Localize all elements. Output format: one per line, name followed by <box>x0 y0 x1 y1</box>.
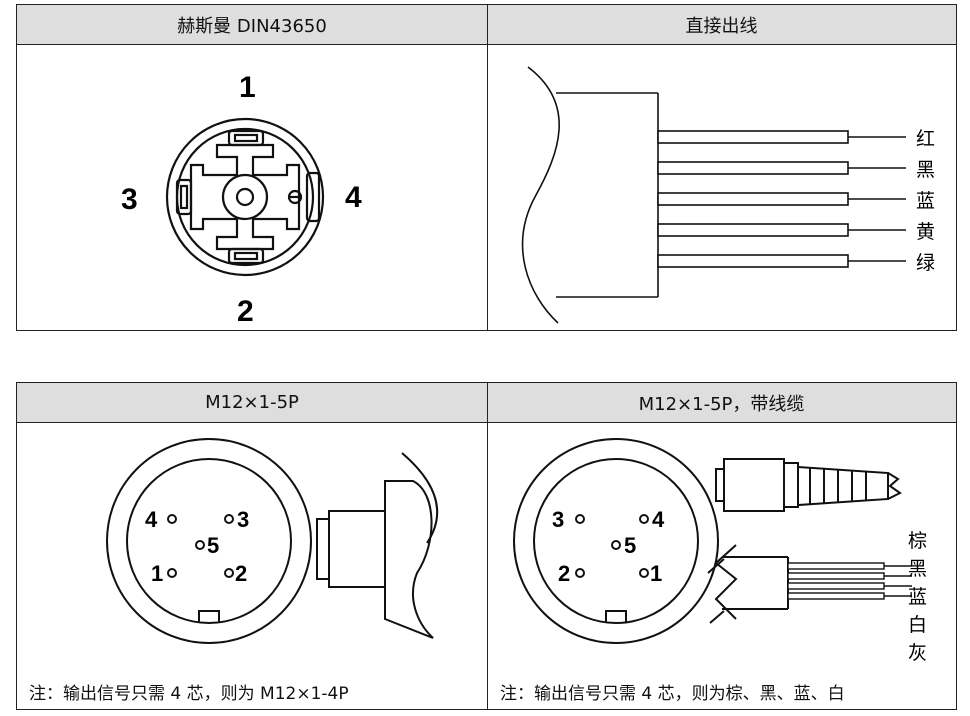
m12-connector-drawing: 4 3 5 1 2 <box>106 438 439 644</box>
m12-header: M12×1-5P <box>17 383 487 423</box>
top-table: 赫斯曼 DIN43650 直接出线 <box>16 4 957 331</box>
m12-pin-5-label: 5 <box>207 533 219 558</box>
column-divider <box>487 5 488 330</box>
din-header: 赫斯曼 DIN43650 <box>17 5 487 45</box>
din43650-connector-drawing: 1 2 3 4 <box>121 71 362 328</box>
direct-wire-header: 直接出线 <box>487 5 956 45</box>
din-pin-4-label: 4 <box>345 181 362 214</box>
din-pin-2-label: 2 <box>237 295 254 328</box>
wire-label-yellow: 黄 <box>916 221 935 243</box>
m12-cable-pin-1-label: 1 <box>650 561 662 586</box>
cable-label-gray: 灰 <box>908 642 927 664</box>
m12-header-label: M12×1-5P <box>205 392 299 413</box>
m12-cable-note: 注：输出信号只需 4 芯，则为棕、黑、蓝、白 <box>500 684 845 704</box>
wire-label-black: 黑 <box>916 159 935 181</box>
m12-pin-1-label: 1 <box>151 561 163 586</box>
din43650-cell: 1 2 3 4 <box>17 45 487 330</box>
din-header-label: 赫斯曼 DIN43650 <box>177 15 327 37</box>
m12-cable-header-label: M12×1-5P，带线缆 <box>638 393 805 415</box>
m12-pin-4-label: 4 <box>145 507 158 532</box>
cable-label-white: 白 <box>908 614 927 636</box>
cable-wire-bundle <box>787 562 912 600</box>
m12-cable-header: M12×1-5P，带线缆 <box>487 383 956 423</box>
cable-label-blue: 蓝 <box>908 586 927 608</box>
wire-label-red: 红 <box>916 128 935 150</box>
direct-wire-drawing: 红 黑 蓝 黄 绿 <box>521 66 935 324</box>
din-pin-3-label: 3 <box>121 183 138 216</box>
m12-cell: 4 3 5 1 2 注：输出信号只需 4 芯，则为 M12×1-4P <box>17 423 487 709</box>
din-pin-1-label: 1 <box>239 71 256 104</box>
direct-wire-cell: 红 黑 蓝 黄 绿 <box>488 45 956 330</box>
m12-pin-2-label: 2 <box>235 561 247 586</box>
m12-cable-pin-4-label: 4 <box>652 507 665 532</box>
direct-wire-header-label: 直接出线 <box>685 15 758 37</box>
cable-label-black: 黑 <box>908 558 927 580</box>
wire-bundle <box>657 130 906 268</box>
m12-cable-cell: 3 4 5 2 1 棕 黑 蓝 白 灰 注：输出信号只需 4 芯，则为棕、黑、蓝… <box>488 423 956 709</box>
cable-label-brown: 棕 <box>908 530 927 552</box>
m12-pin-3-label: 3 <box>237 507 249 532</box>
m12-cable-pin-3-label: 3 <box>552 507 564 532</box>
m12-cable-drawing: 3 4 5 2 1 棕 黑 蓝 白 灰 <box>513 438 927 664</box>
wire-label-green: 绿 <box>916 252 935 274</box>
bottom-table: M12×1-5P M12×1-5P，带线缆 4 <box>16 382 957 710</box>
wire-label-blue: 蓝 <box>916 190 935 212</box>
m12-note: 注：输出信号只需 4 芯，则为 M12×1-4P <box>29 684 349 704</box>
column-divider <box>487 383 488 709</box>
m12-cable-pin-5-label: 5 <box>624 533 636 558</box>
m12-cable-pin-2-label: 2 <box>558 561 570 586</box>
